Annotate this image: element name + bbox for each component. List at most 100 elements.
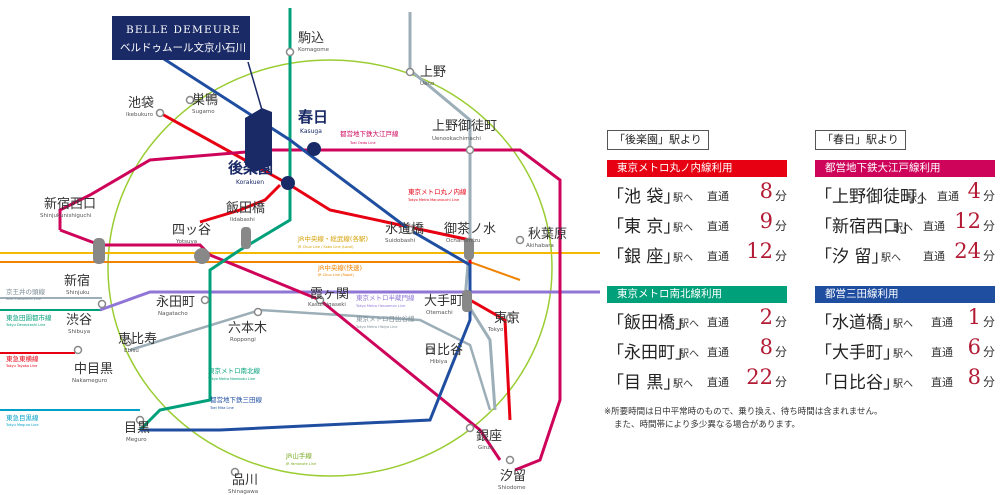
svg-text:Ikebukuro: Ikebukuro [126,112,154,118]
station-shinjukunishiguchi: 新宿西口 [44,196,96,212]
route-map: 駒込 Komagome 上野 Ueno 池袋 Ikebukuro 巣鴨 Suga… [0,8,600,495]
svg-text:Meguro: Meguro [126,437,147,443]
svg-text:Shiodome: Shiodome [498,485,526,491]
station-otemachi: 大手町 [424,294,463,309]
svg-text:Kasuga: Kasuga [300,128,322,135]
svg-text:Shinjukunishiguchi: Shinjukunishiguchi [40,213,92,219]
svg-text:Shinjuku: Shinjuku [66,290,90,296]
label-inokashira: 京王井の頭線 [6,287,46,296]
svg-text:Iidabashi: Iidabashi [230,217,255,223]
yotsuya-marker [194,248,210,264]
label-denentoshi: 東急田園都市線 [6,313,52,322]
bar-mita: 都営三田線利用 [815,286,995,303]
station-ikebukuro: 池袋 [128,96,154,111]
label-toyoko: 東急東横線 [6,354,39,363]
footnote: ※所要時間は日中平常時のもので、乗り換え、待ち時間は含まれません。 また、時間帯… [604,406,883,432]
hanzomon-line [99,290,600,312]
svg-text:Akihabara: Akihabara [526,243,554,249]
station-sugamo: 巣鴨 [192,93,218,108]
station-ueno: 上野 [420,65,446,80]
svg-text:Ebisu: Ebisu [124,348,139,354]
svg-text:Keio Inokashira Line: Keio Inokashira Line [6,297,41,301]
namboku-line [138,8,292,432]
label-mita: 都営地下鉄三田線 [210,395,263,404]
station-meguro: 目黒 [124,421,150,436]
svg-text:Tokyu Denentoshi Line: Tokyu Denentoshi Line [5,323,45,327]
svg-text:JR Chuo Line (Rapid): JR Chuo Line (Rapid) [317,273,354,277]
station-shinagawa: 品川 [232,473,258,488]
svg-text:Toei Oedo Line: Toei Oedo Line [349,141,376,145]
label-chuo-rapid: JR中央線(快速) [317,263,362,272]
otemachi-marker [462,290,472,312]
bar-oedo: 都営地下鉄大江戸線利用 [815,160,995,177]
panel-korakuen-header: 「後楽園」駅より [607,130,709,150]
svg-text:Uenookachimachi: Uenookachimachi [432,136,481,142]
panel-kasuga-header: 「春日」駅より [815,130,906,150]
label-oedo: 都営地下鉄大江戸線 [340,129,399,138]
svg-text:Toei Mita Line: Toei Mita Line [209,406,234,410]
building-marker [245,108,272,172]
station-ochanomizu: 御茶ノ水 [444,221,496,237]
station-ebisu: 恵比寿 [118,332,157,347]
svg-text:JR Chuo Line / Sobu Line (Loca: JR Chuo Line / Sobu Line (Local) [297,245,354,249]
footnote-line-1: ※所要時間は日中平常時のもので、乗り換え、待ち時間は含まれません。 [604,407,883,417]
label-chuo-sobu: JR中央線・総武線(各駅) [297,234,368,243]
label-marunouchi: 東京メトロ丸ノ内線 [408,187,467,196]
station-roppongi: 六本木 [228,321,267,336]
svg-text:Shibuya: Shibuya [68,329,90,335]
svg-text:Roppongi: Roppongi [230,337,256,343]
station-yotsuya: 四ッ谷 [172,223,211,238]
station-kasuga: 春日 [298,108,328,126]
station-shinjuku: 新宿 [64,273,90,289]
svg-text:Tokyo Metro Hanzomon Line: Tokyo Metro Hanzomon Line [355,304,405,308]
svg-text:Shinagawa: Shinagawa [228,489,258,495]
svg-text:Tokyo Metro Namboku Line: Tokyo Metro Namboku Line [207,377,255,381]
svg-text:Yotsuya: Yotsuya [175,239,197,245]
svg-text:Tokyu Toyoko Line: Tokyu Toyoko Line [5,364,37,368]
yamanote-line [107,59,553,477]
station-kasumigaseki: 霞ヶ関 [310,287,349,302]
building-name-en: BELLE DEMEURE [126,24,241,36]
svg-text:Nagatacho: Nagatacho [158,311,188,317]
svg-text:Tokyo: Tokyo [487,327,504,333]
station-shiodome: 汐留 [500,468,526,484]
station-hibiya: 日比谷 [424,343,463,358]
station-uenookachimachi: 上野御徒町 [432,119,497,134]
svg-text:Korakuen: Korakuen [236,179,264,186]
label-yamanote: JR山手線 [285,451,312,460]
svg-text:Kasumigaseki: Kasumigaseki [308,302,346,308]
station-akihabara: 秋葉原 [528,227,567,242]
shinjuku-marker [93,238,105,264]
building-label-box [112,16,250,60]
bar-marunouchi: 東京メトロ丸ノ内線利用 [607,160,787,177]
bar-namboku: 東京メトロ南北線利用 [607,286,787,303]
label-hibiya: 東京メトロ日比谷線 [356,314,415,323]
svg-text:Tokyu Meguro Line: Tokyu Meguro Line [5,423,39,427]
svg-text:Ueno: Ueno [420,81,435,87]
footnote-line-2: また、時間帯により多少異なる場合があります。 [614,420,800,430]
station-iidabashi: 飯田橋 [226,201,265,216]
hibiya-line [129,308,492,411]
svg-text:Tokyo Metro Marunouchi Line: Tokyo Metro Marunouchi Line [407,198,459,202]
station-tokyo: 東京 [494,310,520,326]
svg-text:Komagome: Komagome [298,47,330,53]
station-nagatacho: 永田町 [156,295,195,310]
svg-text:JR Yamanote Line: JR Yamanote Line [285,462,316,466]
kasuga-marker [307,142,321,156]
svg-text:Otemachi: Otemachi [426,310,453,316]
iidabashi-marker [241,227,251,249]
label-meguro-line: 東急目黒線 [6,413,39,422]
svg-text:Tokyo Metro Hibiya Line: Tokyo Metro Hibiya Line [355,325,398,329]
